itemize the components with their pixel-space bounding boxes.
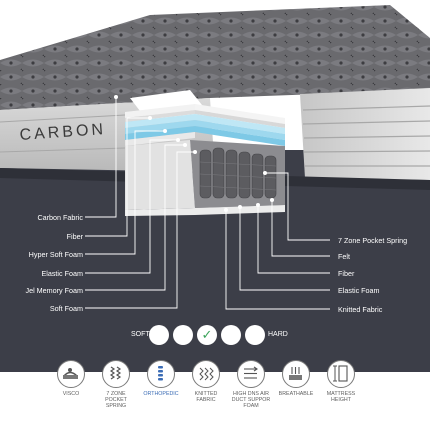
feature-air-duct-line2: DUCT SUPPOR [231,397,271,404]
feature-orthopedic-label: ORTHOPEDIC [143,391,179,397]
mattress-top [0,5,430,110]
visco-foam-icon [57,360,85,388]
firmness-hard-label: HARD [268,331,288,338]
feature-knitted-line2: FABRIC [196,397,216,404]
feature-height-line1: MATTRESS [326,391,356,397]
cutaway-layers [125,104,195,146]
label-fiber-right: Fiber [338,269,355,278]
label-jel-memory-foam: Jel Memory Foam [25,286,83,295]
label-elastic-foam-right: Elastic Foam [338,286,380,295]
feature-breathable: BREATHABLE [276,360,316,397]
ruler-icon [327,360,355,388]
breathable-icon [282,360,310,388]
knit-fabric-icon [192,360,220,388]
feature-breathable-label: BREATHABLE [278,391,314,397]
firmness-level-5 [245,325,265,345]
check-icon: ✓ [201,327,213,342]
label-carbon-fabric: Carbon Fabric [37,213,83,222]
firmness-level-4 [221,325,241,345]
label-knitted-fabric: Knitted Fabric [338,305,383,314]
label-elastic-foam-left: Elastic Foam [41,269,83,278]
firmness-scale: SOFT ✓ HARD [0,324,430,346]
feature-orthopedic: ORTHOPEDIC [141,360,181,397]
feature-height-line2: HEIGHT [330,397,351,404]
feature-air-duct-line1: HIGH DNS AIR [233,391,269,397]
label-soft-foam: Soft Foam [49,304,83,313]
feature-knitted-fabric: KNITTED FABRIC [186,360,226,403]
feature-knitted-line1: KNITTED [194,391,218,397]
firmness-level-1 [149,325,169,345]
feature-visco: VISCO [51,360,91,397]
firmness-level-2 [173,325,193,345]
firmness-soft-label: SOFT [131,331,150,338]
feature-air-duct-line3: FOAM [243,403,259,410]
feature-height: MATTRESS HEIGHT [321,360,361,403]
spine-icon [147,360,175,388]
callout-lines-left [85,97,195,309]
firmness-level-3-selected: ✓ [197,325,217,345]
label-fiber-left: Fiber [66,232,83,241]
brand-name: CARBON [19,121,106,144]
label-7-zone-pocket-spring: 7 Zone Pocket Spring [338,236,408,245]
mattress-right-side [300,88,430,180]
label-felt: Felt [338,252,350,261]
feature-pocket-spring-line2: SPRING [105,403,127,410]
feature-visco-label: VISCO [62,391,80,397]
feature-air-duct: HIGH DNS AIR DUCT SUPPOR FOAM [231,360,271,410]
feature-pocket-spring-line1: 7 ZONE POCKET [105,391,127,404]
callout-lines-right [225,172,330,310]
feature-pocket-spring: 7 ZONE POCKET SPRING [96,360,136,410]
air-flow-icon [237,360,265,388]
pocket-spring-icon [102,360,130,388]
label-hyper-soft-foam: Hyper Soft Foam [28,250,83,259]
